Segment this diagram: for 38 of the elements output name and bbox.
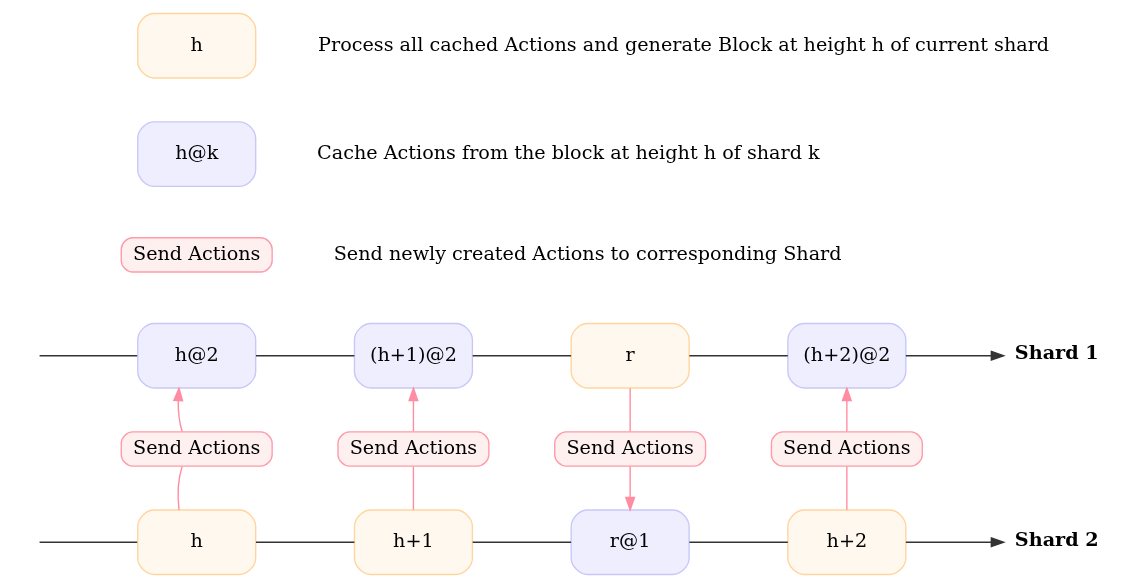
node-box: h+2	[787, 509, 907, 576]
arrow	[172, 386, 184, 433]
node-label: Process all cached Actions and generate Block at height h of current shard	[318, 32, 1050, 56]
node-box: r@1	[570, 509, 690, 576]
node-box: Send Actions	[120, 237, 273, 273]
node-box: h@2	[137, 322, 257, 389]
connector	[629, 387, 631, 433]
node-label: Cache Actions from the block at height h of shard k	[317, 141, 820, 165]
node-box: Send Actions	[770, 431, 923, 467]
arrow	[841, 386, 853, 433]
node-text: Shard 2	[1014, 527, 1099, 551]
connector	[255, 355, 356, 357]
node-box: (h+1)@2	[353, 322, 474, 389]
arrow	[624, 465, 636, 512]
node-box: (h+2)@2	[787, 322, 907, 389]
node-box: Send Actions	[337, 431, 490, 467]
node-box: h	[137, 509, 257, 576]
connector	[472, 355, 572, 357]
node-box: h+1	[353, 509, 474, 576]
connector	[688, 355, 789, 357]
node-text: Shard 1	[1014, 341, 1099, 365]
arrow	[905, 350, 1006, 361]
node-box: h	[137, 12, 257, 79]
connector	[177, 465, 183, 511]
node-box: Send Actions	[120, 431, 273, 467]
connector	[412, 465, 415, 511]
connector	[472, 541, 572, 543]
connector	[38, 355, 138, 357]
node-box: Send Actions	[554, 431, 707, 467]
node-box: h@k	[137, 121, 257, 187]
node-box: r	[570, 322, 690, 389]
node-label: Send newly created Actions to corresponding Shard	[333, 241, 842, 265]
connector	[255, 541, 356, 543]
connector	[38, 541, 138, 543]
arrow	[408, 386, 419, 433]
connector	[846, 465, 848, 511]
arrow	[905, 536, 1006, 548]
connector	[688, 541, 789, 543]
